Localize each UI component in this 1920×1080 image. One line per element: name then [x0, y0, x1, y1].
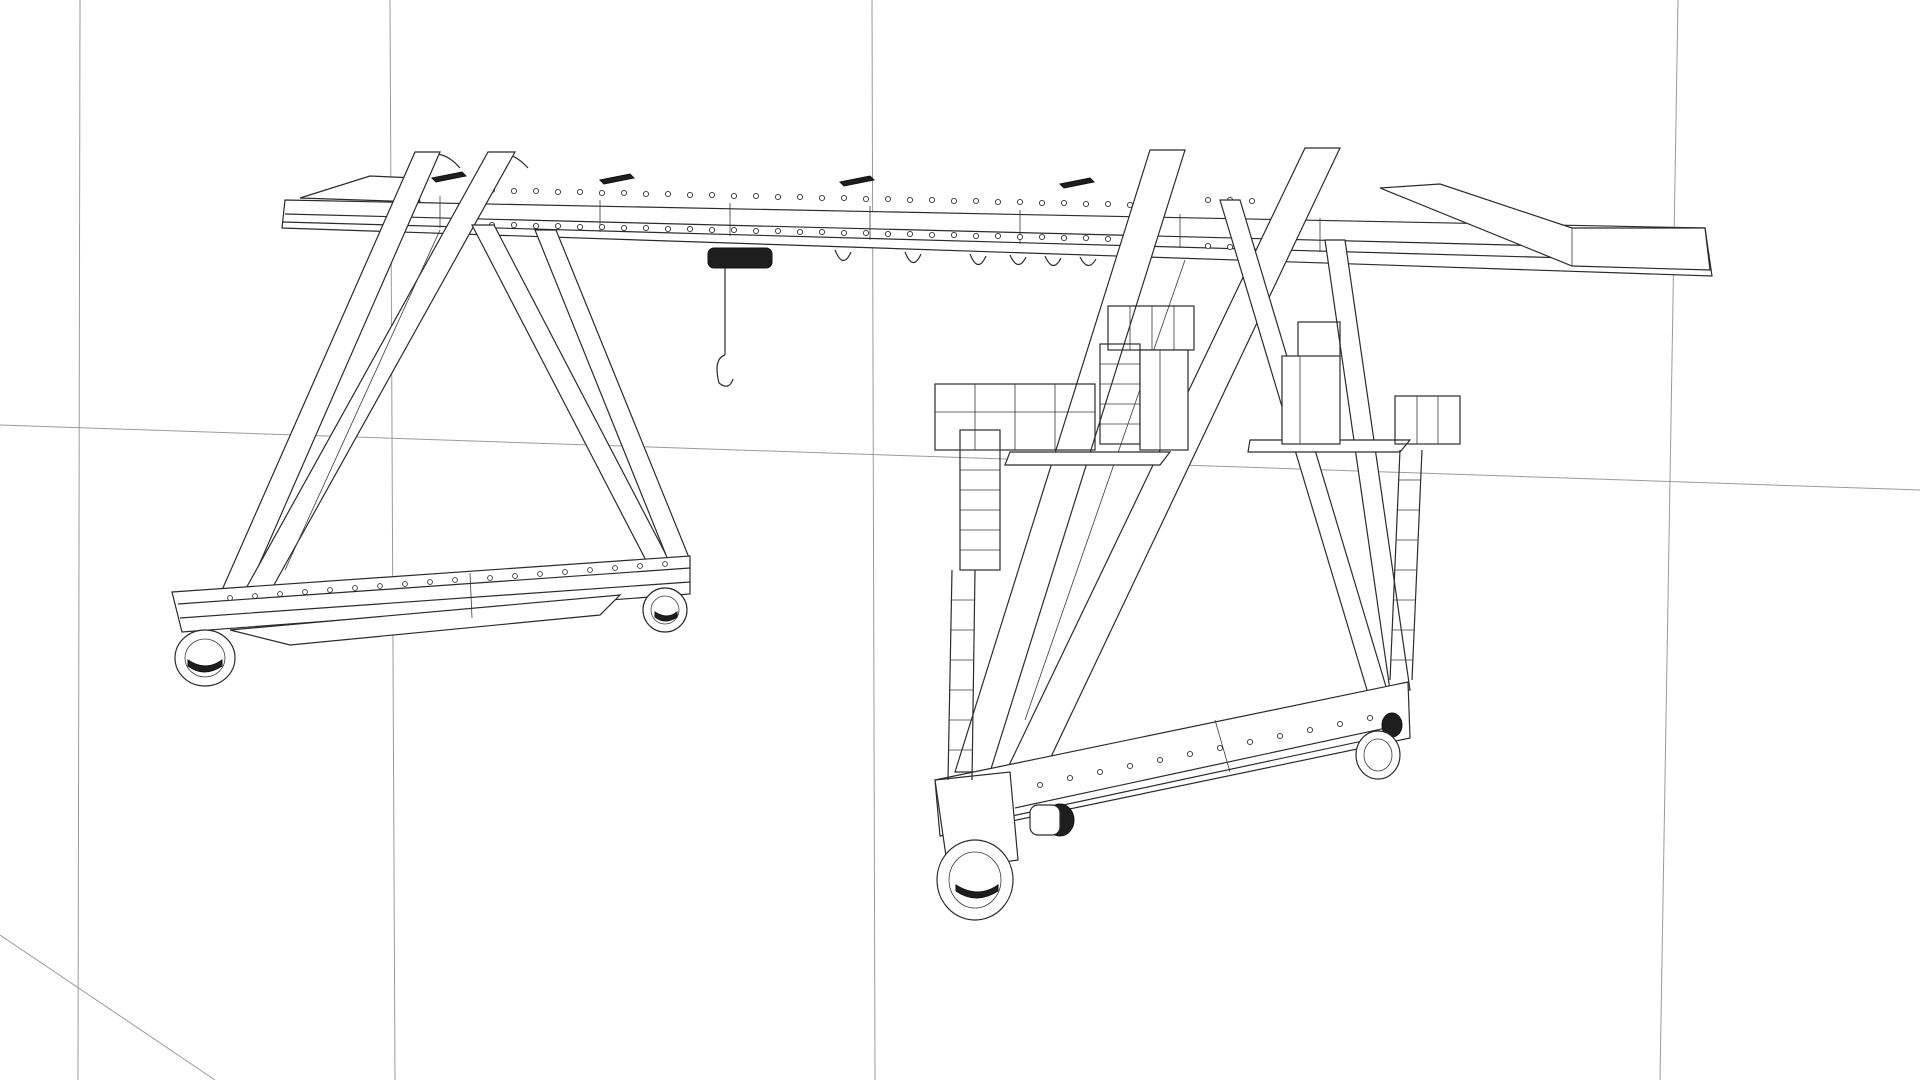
right-sill-bolts	[1036, 714, 1374, 789]
top-rollers	[419, 153, 1096, 189]
left-leg-frame	[171, 151, 691, 687]
right-wheels	[936, 730, 1401, 921]
left-wheels	[174, 587, 688, 687]
ladders	[947, 343, 1423, 781]
drive-motors	[1029, 712, 1403, 837]
hoist-trolley	[707, 247, 773, 387]
operator-cabin	[1139, 349, 1341, 451]
main-girder	[281, 175, 1713, 277]
left-sill-bolts	[227, 561, 668, 601]
right-leg-frame	[934, 147, 1411, 921]
